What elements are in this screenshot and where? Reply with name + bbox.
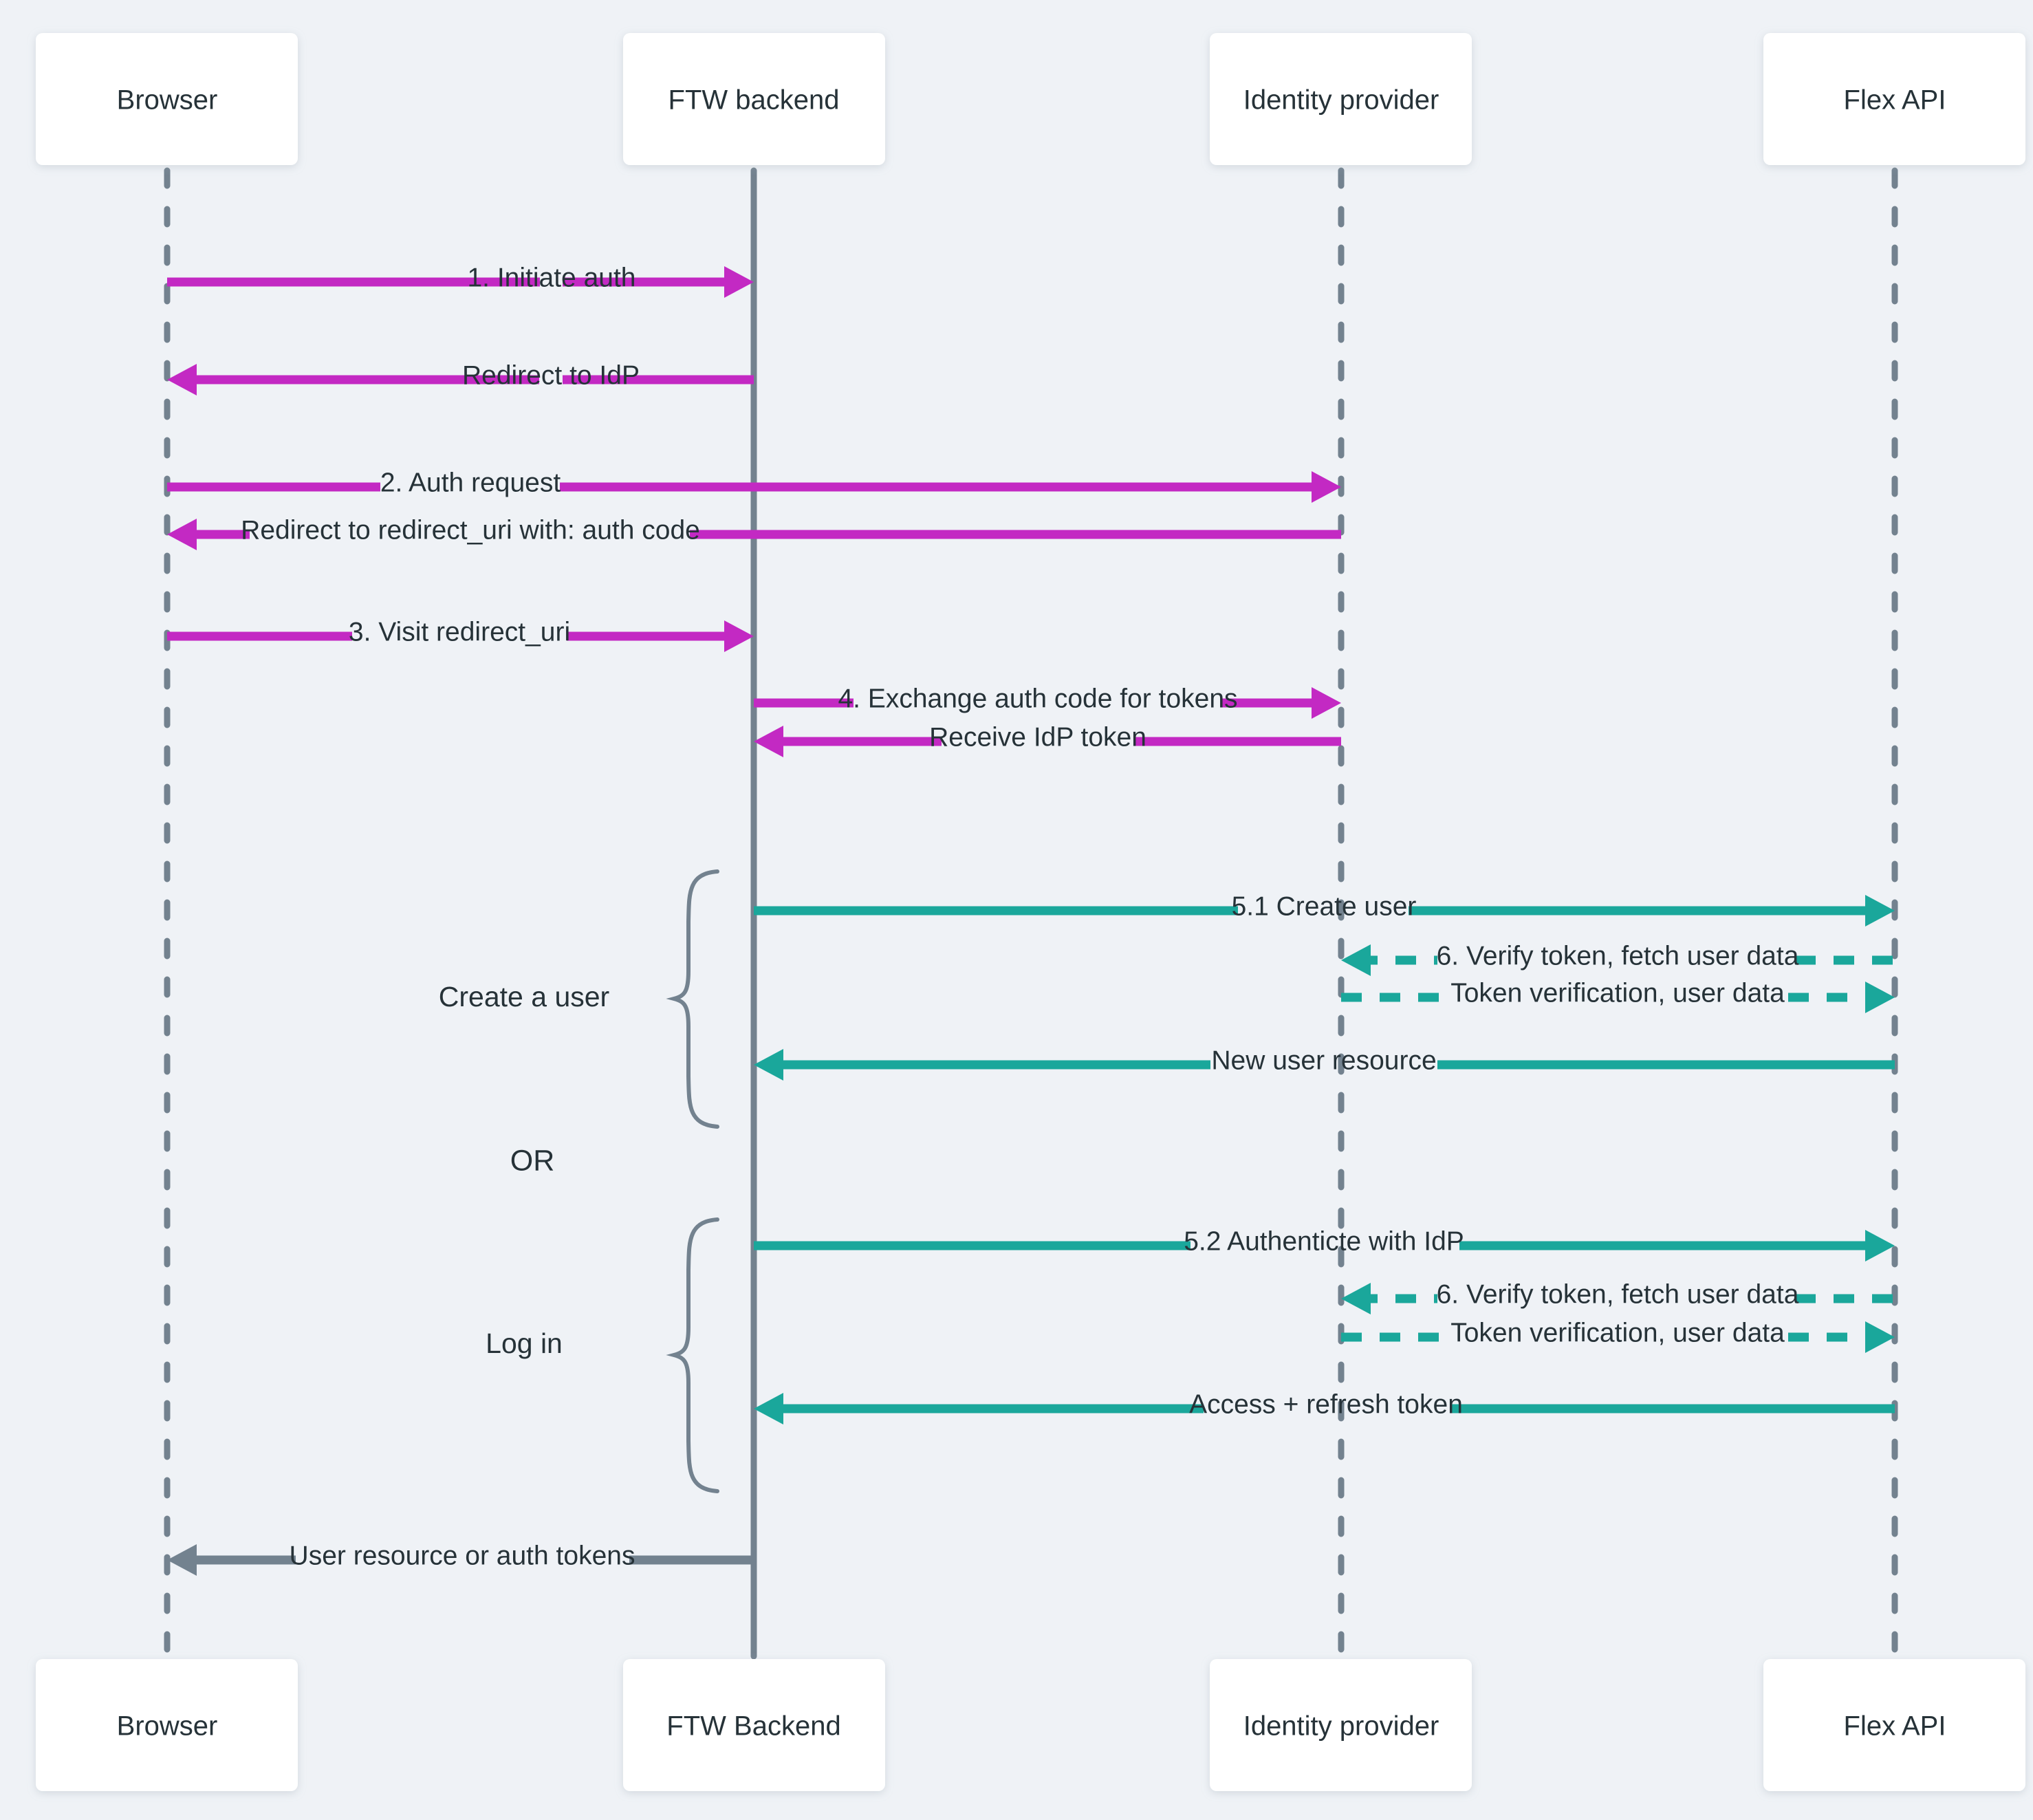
message-9-verify-token-fetch-user-data[interactable]: 6. Verify token, fetch user data [1341,941,1895,976]
actor-label-identity-provider-top: Identity provider [1243,85,1439,116]
message-label: 2. Auth request [380,468,561,497]
arrowhead-left-icon [754,1393,783,1424]
message-12-authenticate-with-idp[interactable]: 5.2 Authenticte with IdP [754,1226,1895,1261]
arrowhead-right-icon [1865,982,1895,1013]
actor-boxes-top: Browser FTW backend Identity provider Fl… [36,33,2025,165]
arrowhead-left-icon [167,364,197,396]
actor-box-ftw-backend-bottom[interactable]: FTW Backend [623,1659,885,1791]
arrowhead-right-icon [724,266,754,298]
group-label-log-in: Log in [486,1328,563,1359]
message-11-new-user-resource[interactable]: New user resource [754,1046,1895,1081]
actor-box-flex-api-top[interactable]: Flex API [1763,33,2025,165]
message-2-redirect-to-idp[interactable]: Redirect to IdP [167,360,754,396]
message-4-redirect-to-redirect-uri[interactable]: Redirect to redirect_uri with: auth code [167,515,1341,550]
message-7-receive-idp-token[interactable]: Receive IdP token [754,722,1341,757]
arrowhead-left-icon [1341,1283,1371,1314]
brace-create-a-user [666,869,719,1129]
message-label: User resource or auth tokens [290,1541,635,1570]
actor-box-identity-provider-top[interactable]: Identity provider [1210,33,1472,165]
message-label: Access + refresh token [1189,1389,1463,1419]
actor-box-browser-top[interactable]: Browser [36,33,298,165]
actor-label-browser-bottom: Browser [117,1711,218,1742]
actor-boxes-bottom: Browser FTW Backend Identity provider Fl… [36,1659,2025,1791]
arrowhead-left-icon [1341,944,1371,976]
arrowhead-right-icon [724,620,754,652]
message-1-initiate-auth[interactable]: 1. Initiate auth [167,263,754,298]
arrowhead-right-icon [1312,471,1341,503]
message-label: Redirect to IdP [462,360,640,390]
message-label: Receive IdP token [929,722,1146,752]
actor-label-identity-provider-bottom: Identity provider [1243,1711,1439,1742]
group-braces [666,869,719,1493]
message-label: 1. Initiate auth [467,263,635,292]
message-3-auth-request[interactable]: 2. Auth request [167,468,1341,503]
message-16-user-resource-or-auth-tokens[interactable]: User resource or auth tokens [167,1541,754,1576]
message-15-access-refresh-token[interactable]: Access + refresh token [754,1389,1895,1424]
message-label: 3. Visit redirect_uri [349,617,570,647]
arrowhead-right-icon [1865,1230,1895,1261]
message-label: 5.1 Create user [1232,891,1417,921]
separator-label-or: OR [510,1144,555,1177]
message-label: Token verification, user data [1450,1318,1785,1347]
actor-box-identity-provider-bottom[interactable]: Identity provider [1210,1659,1472,1791]
arrowhead-right-icon [1312,687,1341,719]
actor-label-browser-top: Browser [117,85,218,116]
actor-label-ftw-backend-top: FTW backend [668,85,840,116]
message-10-token-verification-user-data[interactable]: Token verification, user data [1341,978,1895,1013]
arrowhead-left-icon [754,1049,783,1081]
arrowhead-left-icon [167,1544,197,1576]
message-5-visit-redirect-uri[interactable]: 3. Visit redirect_uri [167,617,754,652]
message-label: 6. Verify token, fetch user data [1437,1279,1799,1309]
brace-log-in [666,1217,719,1493]
group-label-create-a-user: Create a user [439,981,609,1012]
arrowhead-left-icon [754,726,783,757]
actor-label-ftw-backend-bottom: FTW Backend [666,1711,840,1742]
arrowhead-right-icon [1865,895,1895,927]
arrowhead-left-icon [167,519,197,550]
actor-box-ftw-backend-top[interactable]: FTW backend [623,33,885,165]
message-label: Token verification, user data [1450,978,1785,1008]
message-label: 5.2 Authenticte with IdP [1184,1226,1464,1256]
message-13-verify-token-fetch-user-data[interactable]: 6. Verify token, fetch user data [1341,1279,1895,1314]
group-labels: Create a user Log in OR [439,981,609,1359]
message-label: New user resource [1211,1046,1436,1075]
message-14-token-verification-user-data[interactable]: Token verification, user data [1341,1318,1895,1353]
actor-box-flex-api-bottom[interactable]: Flex API [1763,1659,2025,1791]
message-8-create-user[interactable]: 5.1 Create user [754,891,1895,927]
actor-box-browser-bottom[interactable]: Browser [36,1659,298,1791]
message-label: 6. Verify token, fetch user data [1437,941,1799,971]
message-6-exchange-auth-code-for-tokens[interactable]: 4. Exchange auth code for tokens [754,684,1341,719]
actor-label-flex-api-top: Flex API [1844,85,1946,116]
actor-label-flex-api-bottom: Flex API [1844,1711,1946,1742]
message-label: 4. Exchange auth code for tokens [838,684,1237,713]
message-label: Redirect to redirect_uri with: auth code [241,515,700,545]
arrowhead-right-icon [1865,1321,1895,1353]
